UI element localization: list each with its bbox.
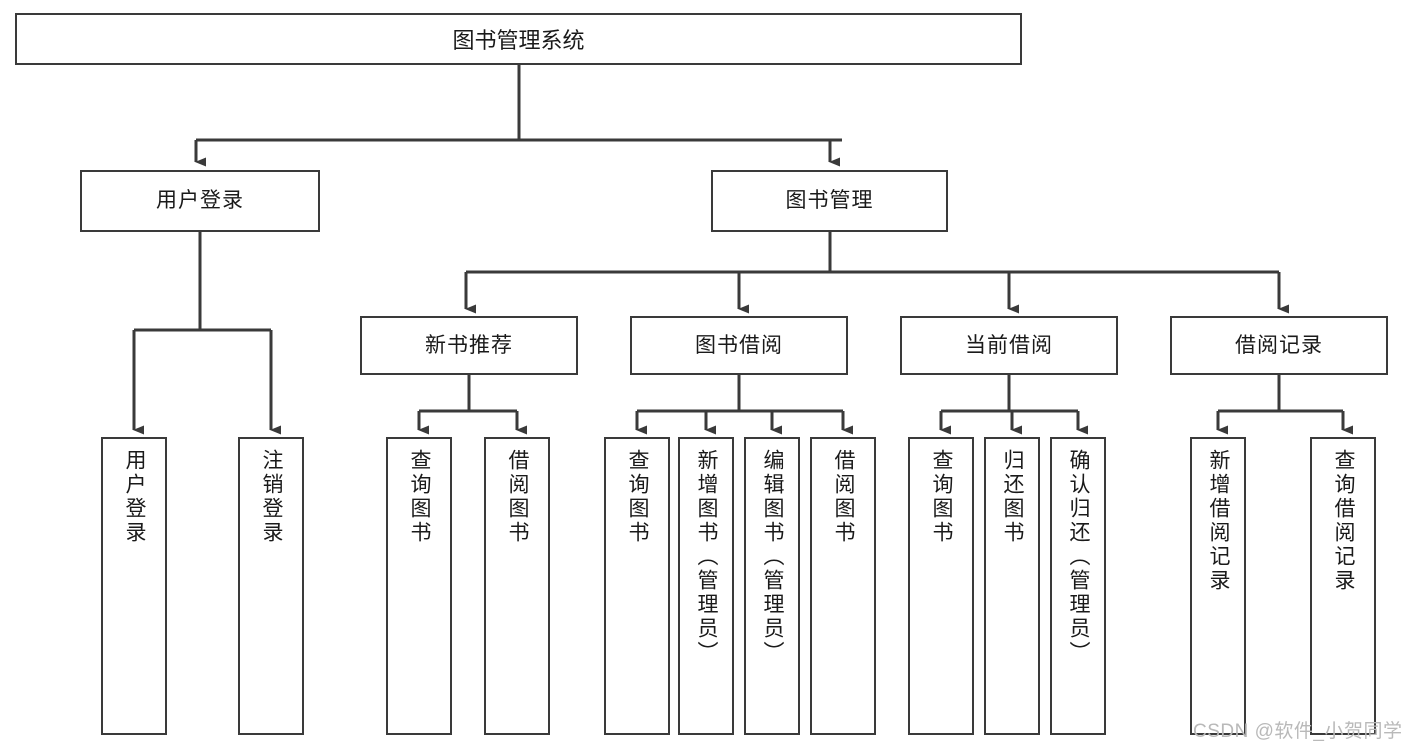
leaf-node[interactable]: 查询借阅记录	[1310, 437, 1376, 735]
leaf-node[interactable]: 借阅图书	[484, 437, 550, 735]
leaf-node[interactable]: 新增借阅记录	[1190, 437, 1246, 735]
node-book-management-module[interactable]: 图书管理	[711, 170, 948, 232]
leaf-node-label: 编辑图书（管理员）	[761, 449, 785, 665]
leaf-node[interactable]: 用户登录	[101, 437, 167, 735]
leaf-node-label: 新增图书（管理员）	[695, 449, 719, 665]
leaf-node-label: 查询图书	[408, 449, 432, 545]
leaf-node-label: 注销登录	[260, 449, 284, 545]
leaf-node-label: 查询图书	[930, 449, 954, 545]
csdn-watermark: CSDN @软件_小贺同学	[1193, 721, 1403, 742]
leaf-node[interactable]: 新增图书（管理员）	[678, 437, 734, 735]
leaf-node-label: 借阅图书	[832, 449, 856, 545]
node-new-book-recommend[interactable]: 新书推荐	[360, 316, 578, 375]
leaf-node[interactable]: 查询图书	[908, 437, 974, 735]
node-root-system[interactable]: 图书管理系统	[15, 13, 1022, 65]
node-borrow-record[interactable]: 借阅记录	[1170, 316, 1388, 375]
leaf-node-label: 用户登录	[123, 449, 147, 545]
leaf-node-label: 确认归还（管理员）	[1067, 449, 1091, 665]
leaf-node[interactable]: 查询图书	[604, 437, 670, 735]
node-user-login-module[interactable]: 用户登录	[80, 170, 320, 232]
leaf-node-label: 归还图书	[1001, 449, 1025, 545]
leaf-node[interactable]: 确认归还（管理员）	[1050, 437, 1106, 735]
node-book-borrow[interactable]: 图书借阅	[630, 316, 848, 375]
leaf-node-label: 查询借阅记录	[1332, 449, 1356, 593]
leaf-node-label: 新增借阅记录	[1207, 449, 1231, 593]
node-current-borrow[interactable]: 当前借阅	[900, 316, 1118, 375]
leaf-node[interactable]: 查询图书	[386, 437, 452, 735]
leaf-node-label: 借阅图书	[506, 449, 530, 545]
leaf-node[interactable]: 借阅图书	[810, 437, 876, 735]
leaf-node[interactable]: 编辑图书（管理员）	[744, 437, 800, 735]
leaf-node-label: 查询图书	[626, 449, 650, 545]
leaf-node[interactable]: 注销登录	[238, 437, 304, 735]
leaf-node[interactable]: 归还图书	[984, 437, 1040, 735]
